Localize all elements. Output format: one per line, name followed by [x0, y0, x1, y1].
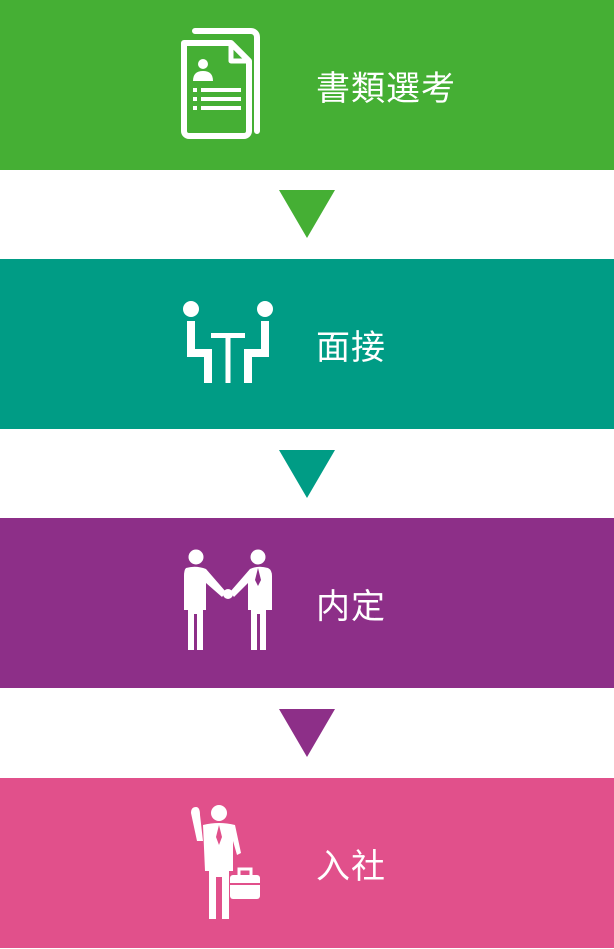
step-label: 内定	[316, 586, 386, 627]
step-interview: 面接	[0, 259, 614, 429]
employee-icon	[172, 800, 284, 926]
arrow-down-icon	[279, 709, 335, 757]
step-label: 面接	[316, 327, 386, 368]
step-document-screening: 書類選考	[0, 0, 614, 170]
step-label: 入社	[316, 846, 386, 887]
step-joining-company: 入社	[0, 778, 614, 948]
document-icon	[172, 22, 284, 148]
arrow-down-icon	[279, 190, 335, 238]
step-label: 書類選考	[316, 68, 456, 109]
handshake-icon	[172, 540, 284, 666]
step-job-offer: 内定	[0, 518, 614, 688]
interview-icon	[172, 281, 284, 407]
arrow-down-icon	[279, 450, 335, 498]
